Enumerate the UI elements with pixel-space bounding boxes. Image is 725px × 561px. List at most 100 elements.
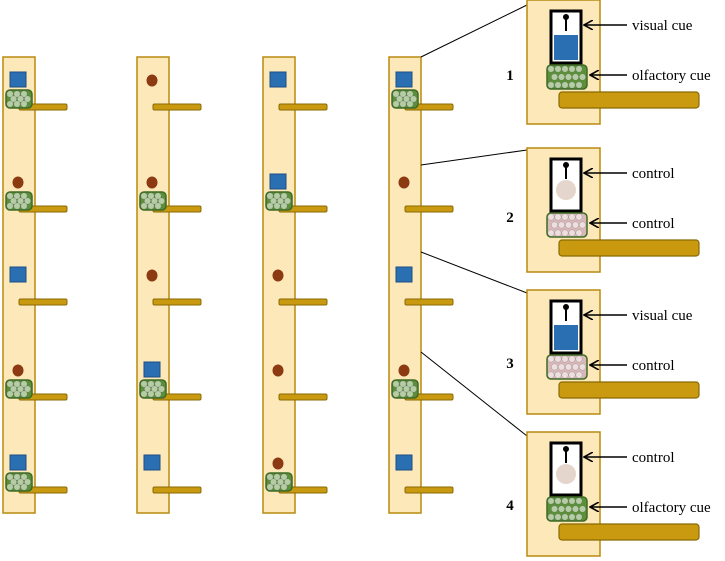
perch bbox=[404, 486, 454, 494]
connector-line bbox=[420, 351, 528, 437]
pole-board bbox=[388, 56, 422, 514]
perch bbox=[404, 298, 454, 306]
perch bbox=[558, 239, 700, 257]
perch bbox=[278, 393, 328, 401]
dot-marker bbox=[12, 176, 24, 189]
pin-head bbox=[563, 14, 569, 20]
dot-marker bbox=[272, 364, 284, 377]
feeding-station bbox=[395, 266, 454, 306]
control-disk bbox=[556, 464, 576, 484]
feeding-station bbox=[139, 361, 202, 401]
olfactory-patch bbox=[5, 379, 33, 399]
top-cue-label: control bbox=[632, 450, 675, 466]
visual-cue-square bbox=[269, 173, 287, 190]
olfactory-patch bbox=[5, 191, 33, 211]
dot-marker bbox=[146, 74, 158, 87]
visual-cue-square bbox=[143, 454, 161, 471]
detail-panel-2: 2 control control bbox=[506, 147, 700, 273]
panel-number: 1 bbox=[506, 68, 514, 84]
pin-head bbox=[563, 446, 569, 452]
perch bbox=[152, 103, 202, 111]
perch bbox=[558, 91, 700, 109]
feeding-station bbox=[9, 266, 68, 306]
perch bbox=[278, 298, 328, 306]
visual-cue-square bbox=[9, 266, 27, 283]
control-patch bbox=[546, 354, 588, 380]
perch bbox=[558, 523, 700, 541]
control-disk bbox=[556, 180, 576, 200]
perch bbox=[404, 205, 454, 213]
olfactory-patch bbox=[139, 379, 167, 399]
feeding-station bbox=[272, 364, 328, 401]
top-cue-label: visual cue bbox=[632, 18, 693, 34]
olfactory-patch bbox=[265, 191, 293, 211]
pin-head bbox=[563, 162, 569, 168]
bottom-cue-label: olfactory cue bbox=[632, 68, 711, 84]
visual-cue-panel bbox=[554, 325, 578, 350]
visual-cue-panel bbox=[554, 35, 578, 60]
poles-layer bbox=[2, 56, 454, 514]
olfactory-patch bbox=[546, 64, 588, 90]
panel-number: 4 bbox=[506, 498, 514, 514]
visual-cue-square bbox=[143, 361, 161, 378]
pole-board bbox=[2, 56, 36, 514]
feeding-station bbox=[265, 173, 328, 213]
details-layer: 1 visual cue olfactory cue 2 control control 3… bbox=[506, 0, 711, 557]
dot-marker bbox=[272, 457, 284, 470]
detail-panel-1: 1 visual cue olfactory cue bbox=[506, 0, 711, 125]
olfactory-patch bbox=[391, 379, 419, 399]
feeding-station bbox=[391, 364, 454, 401]
feeding-station bbox=[5, 364, 68, 401]
pole-1 bbox=[2, 56, 68, 514]
feeding-station bbox=[139, 176, 202, 213]
dot-marker bbox=[146, 269, 158, 282]
connector-line bbox=[420, 251, 528, 294]
feeding-station bbox=[272, 269, 328, 306]
top-cue-label: control bbox=[632, 166, 675, 182]
dot-marker bbox=[12, 364, 24, 377]
feeding-station bbox=[5, 71, 68, 111]
feeding-station bbox=[143, 454, 202, 494]
visual-cue-square bbox=[395, 266, 413, 283]
feeding-station bbox=[391, 71, 454, 111]
pole-2 bbox=[136, 56, 202, 514]
control-patch bbox=[546, 212, 588, 238]
visual-cue-square bbox=[269, 71, 287, 88]
dot-marker bbox=[272, 269, 284, 282]
pole-4 bbox=[388, 56, 454, 514]
dot-marker bbox=[398, 364, 410, 377]
feeding-station bbox=[146, 269, 202, 306]
olfactory-patch bbox=[391, 89, 419, 109]
pole-board bbox=[262, 56, 296, 514]
olfactory-patch bbox=[546, 496, 588, 522]
panel-number: 2 bbox=[506, 210, 514, 226]
feeding-station bbox=[5, 176, 68, 213]
dot-marker bbox=[398, 176, 410, 189]
feeding-station bbox=[265, 457, 328, 494]
perch bbox=[152, 298, 202, 306]
olfactory-patch bbox=[139, 191, 167, 211]
bottom-cue-label: olfactory cue bbox=[632, 500, 711, 516]
pole-3 bbox=[262, 56, 328, 514]
feeding-station bbox=[395, 454, 454, 494]
dot-marker bbox=[146, 176, 158, 189]
pole-board bbox=[136, 56, 170, 514]
bottom-cue-label: control bbox=[632, 216, 675, 232]
connector-line bbox=[420, 4, 528, 58]
connector-line bbox=[420, 149, 528, 166]
connectors-layer bbox=[420, 4, 528, 437]
perch bbox=[558, 381, 700, 399]
detail-panel-4: 4 control olfactory cue bbox=[506, 431, 711, 557]
visual-cue-square bbox=[395, 454, 413, 471]
feeding-station bbox=[146, 74, 202, 111]
perch bbox=[278, 103, 328, 111]
olfactory-patch bbox=[5, 472, 33, 492]
olfactory-patch bbox=[5, 89, 33, 109]
visual-cue-square bbox=[395, 71, 413, 88]
perch bbox=[18, 298, 68, 306]
pin-head bbox=[563, 304, 569, 310]
panel-number: 3 bbox=[506, 356, 514, 372]
visual-cue-square bbox=[9, 454, 27, 471]
